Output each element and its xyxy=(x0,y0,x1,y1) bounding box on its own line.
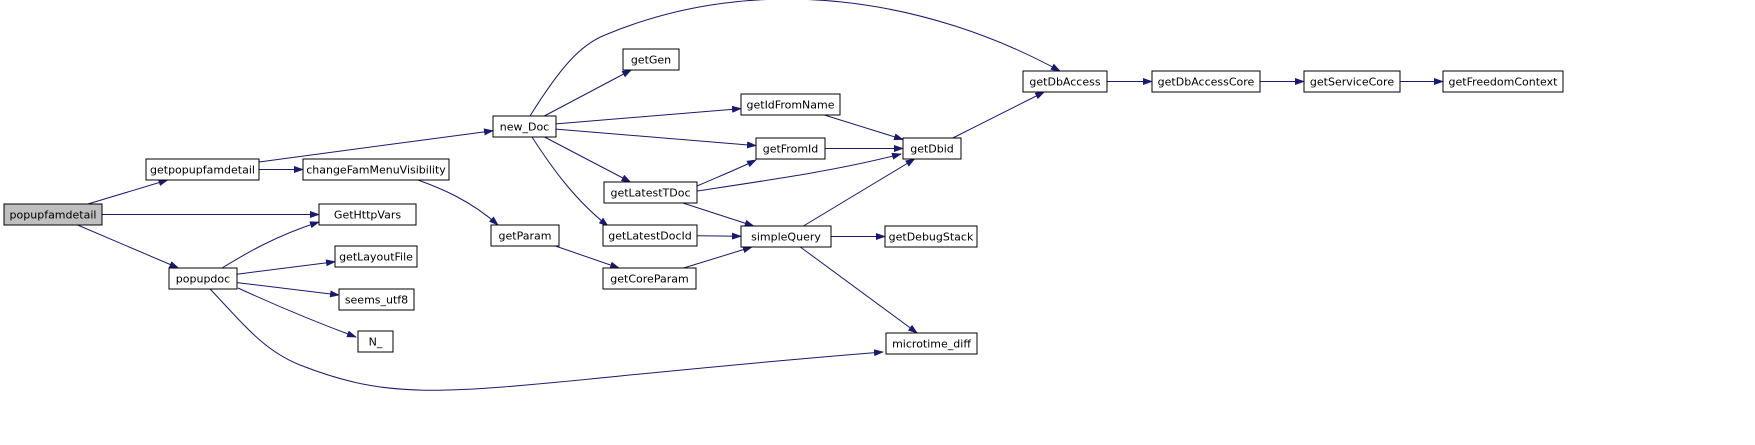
node-label: getLayoutFile xyxy=(339,251,413,264)
node-getParam[interactable]: getParam xyxy=(490,224,560,247)
edge-simpleQuery-to-microtime_diff xyxy=(800,246,919,334)
node-box xyxy=(357,330,394,353)
node-label: GetHttpVars xyxy=(334,209,401,222)
edge-new_Doc-to-getLatestDocId xyxy=(531,136,609,227)
node-N_[interactable]: N_ xyxy=(357,330,394,353)
node-label: getParam xyxy=(499,230,552,243)
edge-popupdoc-to-GetHttpVars xyxy=(221,221,320,269)
node-label: changeFamMenuVisibility xyxy=(306,164,446,177)
node-box xyxy=(603,181,698,204)
node-popupdoc[interactable]: popupdoc xyxy=(168,267,238,290)
node-box xyxy=(3,203,103,226)
node-box xyxy=(602,224,698,247)
node-label: seems_utf8 xyxy=(345,294,408,307)
edge-getCoreParam-to-simpleQuery xyxy=(683,246,753,269)
edge-getLatestTDoc-to-getDbid xyxy=(696,152,902,192)
node-GetHttpVars[interactable]: GetHttpVars xyxy=(318,203,417,226)
node-label: getGen xyxy=(631,54,671,67)
nodes-layer: popupfamdetail getpopupfamdetailGetHttpVa… xyxy=(3,48,1564,355)
edge-popupfamdetail-to-popupdoc xyxy=(77,224,180,269)
edge-popupdoc-to-N_ xyxy=(237,287,357,338)
node-box xyxy=(884,225,978,248)
node-box xyxy=(168,267,238,290)
node-simpleQuery[interactable]: simpleQuery xyxy=(740,225,832,248)
node-label: getLatestTDoc xyxy=(610,187,690,200)
node-getDbid[interactable]: getDbid xyxy=(902,137,962,160)
node-box xyxy=(334,245,418,268)
node-label: getFreedomContext xyxy=(1449,76,1559,89)
node-label: popupdoc xyxy=(176,273,230,286)
node-getGen[interactable]: getGen xyxy=(622,48,680,71)
node-getIdFromName[interactable]: getIdFromName xyxy=(740,93,841,116)
node-label: getDbid xyxy=(910,143,954,156)
node-getpopupfamdetail[interactable]: getpopupfamdetail xyxy=(145,158,260,181)
node-getFromId[interactable]: getFromId xyxy=(755,137,826,160)
node-box xyxy=(622,48,680,71)
node-box xyxy=(145,158,260,181)
node-getDebugStack[interactable]: getDebugStack xyxy=(884,225,978,248)
edge-new_Doc-to-getLatestTDoc xyxy=(544,136,632,183)
node-box xyxy=(1022,70,1108,93)
node-box xyxy=(490,224,560,247)
edge-getLatestTDoc-to-simpleQuery xyxy=(682,202,755,227)
edge-new_Doc-to-getIdFromName xyxy=(555,105,742,125)
node-popupfamdetail[interactable]: popupfamdetail xyxy=(3,203,103,226)
node-getDbAccess[interactable]: getDbAccess xyxy=(1022,70,1108,93)
node-microtime_diff[interactable]: microtime_diff xyxy=(885,332,978,355)
node-label: getDbAccess xyxy=(1029,76,1100,89)
node-box xyxy=(318,203,417,226)
node-seems_utf8[interactable]: seems_utf8 xyxy=(338,288,415,311)
node-label: new_Doc xyxy=(500,121,549,134)
node-box xyxy=(492,115,557,138)
edge-new_Doc-to-getFromId xyxy=(555,128,757,149)
edge-getIdFromName-to-getDbid xyxy=(824,114,904,141)
node-label: popupfamdetail xyxy=(10,209,97,222)
node-box xyxy=(885,332,978,355)
node-label: getServiceCore xyxy=(1310,76,1394,89)
edge-getpopupfamdetail-to-new_Doc xyxy=(258,128,494,163)
node-label: getLatestDocId xyxy=(608,230,692,243)
node-label: getDebugStack xyxy=(889,231,974,244)
node-label: simpleQuery xyxy=(751,231,821,244)
edge-popupfamdetail-to-getpopupfamdetail xyxy=(87,179,169,205)
node-box xyxy=(1303,70,1401,93)
node-new_Doc[interactable]: new_Doc xyxy=(492,115,557,138)
edge-getDbid-to-getDbAccess xyxy=(952,91,1046,139)
node-label: getpopupfamdetail xyxy=(150,164,255,177)
node-label: microtime_diff xyxy=(892,338,971,351)
node-getLatestDocId[interactable]: getLatestDocId xyxy=(602,224,698,247)
edge-new_Doc-to-getGen xyxy=(544,69,633,117)
node-getDbAccessCore[interactable]: getDbAccessCore xyxy=(1151,70,1261,93)
node-getCoreParam[interactable]: getCoreParam xyxy=(602,267,697,290)
edge-popupdoc-to-getLayoutFile xyxy=(236,259,336,275)
edge-changeFamMenuVisibility-to-getParam xyxy=(417,179,499,226)
node-label: getDbAccessCore xyxy=(1158,76,1255,89)
node-box xyxy=(602,267,697,290)
node-label: getFromId xyxy=(763,143,819,156)
node-label: getIdFromName xyxy=(747,99,835,112)
edge-getLatestTDoc-to-getFromId xyxy=(696,159,757,187)
node-box xyxy=(338,288,415,311)
node-getLatestTDoc[interactable]: getLatestTDoc xyxy=(603,181,698,204)
node-box xyxy=(302,158,450,181)
edge-simpleQuery-to-getDbid xyxy=(803,158,916,227)
edges-layer xyxy=(77,0,1444,391)
edge-popupdoc-to-seems_utf8 xyxy=(236,282,340,298)
node-label: getCoreParam xyxy=(610,273,688,286)
node-box xyxy=(755,137,826,160)
node-box xyxy=(902,137,962,160)
edge-popupdoc-to-microtime_diff xyxy=(209,288,884,391)
node-box xyxy=(740,225,832,248)
node-box xyxy=(1442,70,1564,93)
edge-new_Doc-to-getDbAccess xyxy=(529,0,1061,117)
node-getFreedomContext[interactable]: getFreedomContext xyxy=(1442,70,1564,93)
node-getServiceCore[interactable]: getServiceCore xyxy=(1303,70,1401,93)
node-box xyxy=(740,93,841,116)
node-changeFamMenuVisibility[interactable]: changeFamMenuVisibility xyxy=(302,158,450,181)
node-label: N_ xyxy=(369,336,383,349)
node-box xyxy=(1151,70,1261,93)
node-getLayoutFile[interactable]: getLayoutFile xyxy=(334,245,418,268)
edge-getParam-to-getCoreParam xyxy=(555,245,621,269)
